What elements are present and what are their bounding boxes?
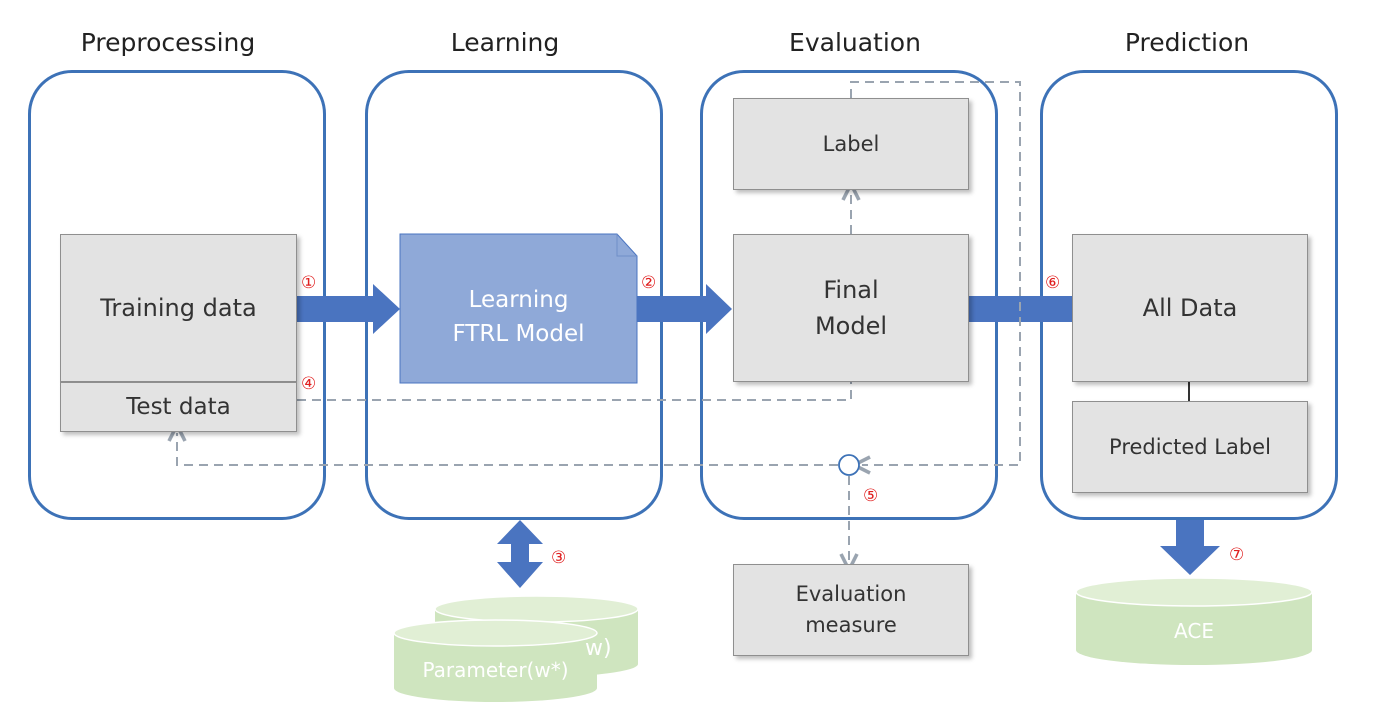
dashed-label-loop <box>850 81 1021 465</box>
title-preprocessing: Preprocessing <box>80 28 256 57</box>
step-6-number: ⑥ <box>1045 273 1061 293</box>
arrow-learning-to-final <box>637 284 732 334</box>
training-data-label: Training data <box>100 294 257 322</box>
title-prediction: Prediction <box>1124 28 1250 57</box>
learning-model-line1: Learning <box>468 287 569 313</box>
training-data-box: Training data <box>60 234 297 382</box>
final-model-line1: Final <box>823 276 879 304</box>
parameter-back-label: w) <box>585 636 612 661</box>
parameter-front-label: Parameter(w*) <box>422 658 569 682</box>
predicted-label-box: Predicted Label <box>1072 401 1308 493</box>
step-1-number: ① <box>301 273 317 293</box>
step-2-number: ② <box>641 273 657 293</box>
learning-model-text: Learning FTRL Model <box>400 283 637 351</box>
cylinder-ace <box>1075 577 1313 665</box>
dashed-circle-to-test <box>177 433 838 466</box>
label-box: Label <box>733 98 969 190</box>
junction-circle <box>838 454 860 476</box>
final-model-box: Final Model <box>733 234 969 382</box>
double-arrow-parameter <box>497 520 543 588</box>
step-5-number: ⑤ <box>863 486 879 506</box>
ace-label: ACE <box>1174 619 1214 643</box>
evaluation-measure-line2: measure <box>805 613 897 637</box>
evaluation-measure-line1: Evaluation <box>795 582 907 606</box>
step-4-number: ④ <box>301 374 317 394</box>
title-evaluation: Evaluation <box>789 28 921 57</box>
all-data-box: All Data <box>1072 234 1308 382</box>
label-box-text: Label <box>822 132 880 156</box>
evaluation-measure-box: Evaluation measure <box>733 564 969 656</box>
title-learning: Learning <box>450 28 560 57</box>
cylinder-parameter-front <box>393 619 598 702</box>
learning-model-line2: FTRL Model <box>452 321 585 347</box>
arrow-training-to-learning <box>297 284 400 334</box>
test-data-box: Test data <box>60 382 297 432</box>
predicted-label-text: Predicted Label <box>1109 435 1271 459</box>
dashed-test-to-final <box>297 382 852 401</box>
all-data-label: All Data <box>1142 294 1238 322</box>
step-7-number: ⑦ <box>1229 545 1245 565</box>
test-data-label: Test data <box>126 394 231 420</box>
learning-model-shape <box>399 233 638 384</box>
final-model-line2: Model <box>814 312 888 340</box>
step-3-number: ③ <box>551 548 567 568</box>
arrow-prediction-to-ace <box>1160 520 1220 575</box>
